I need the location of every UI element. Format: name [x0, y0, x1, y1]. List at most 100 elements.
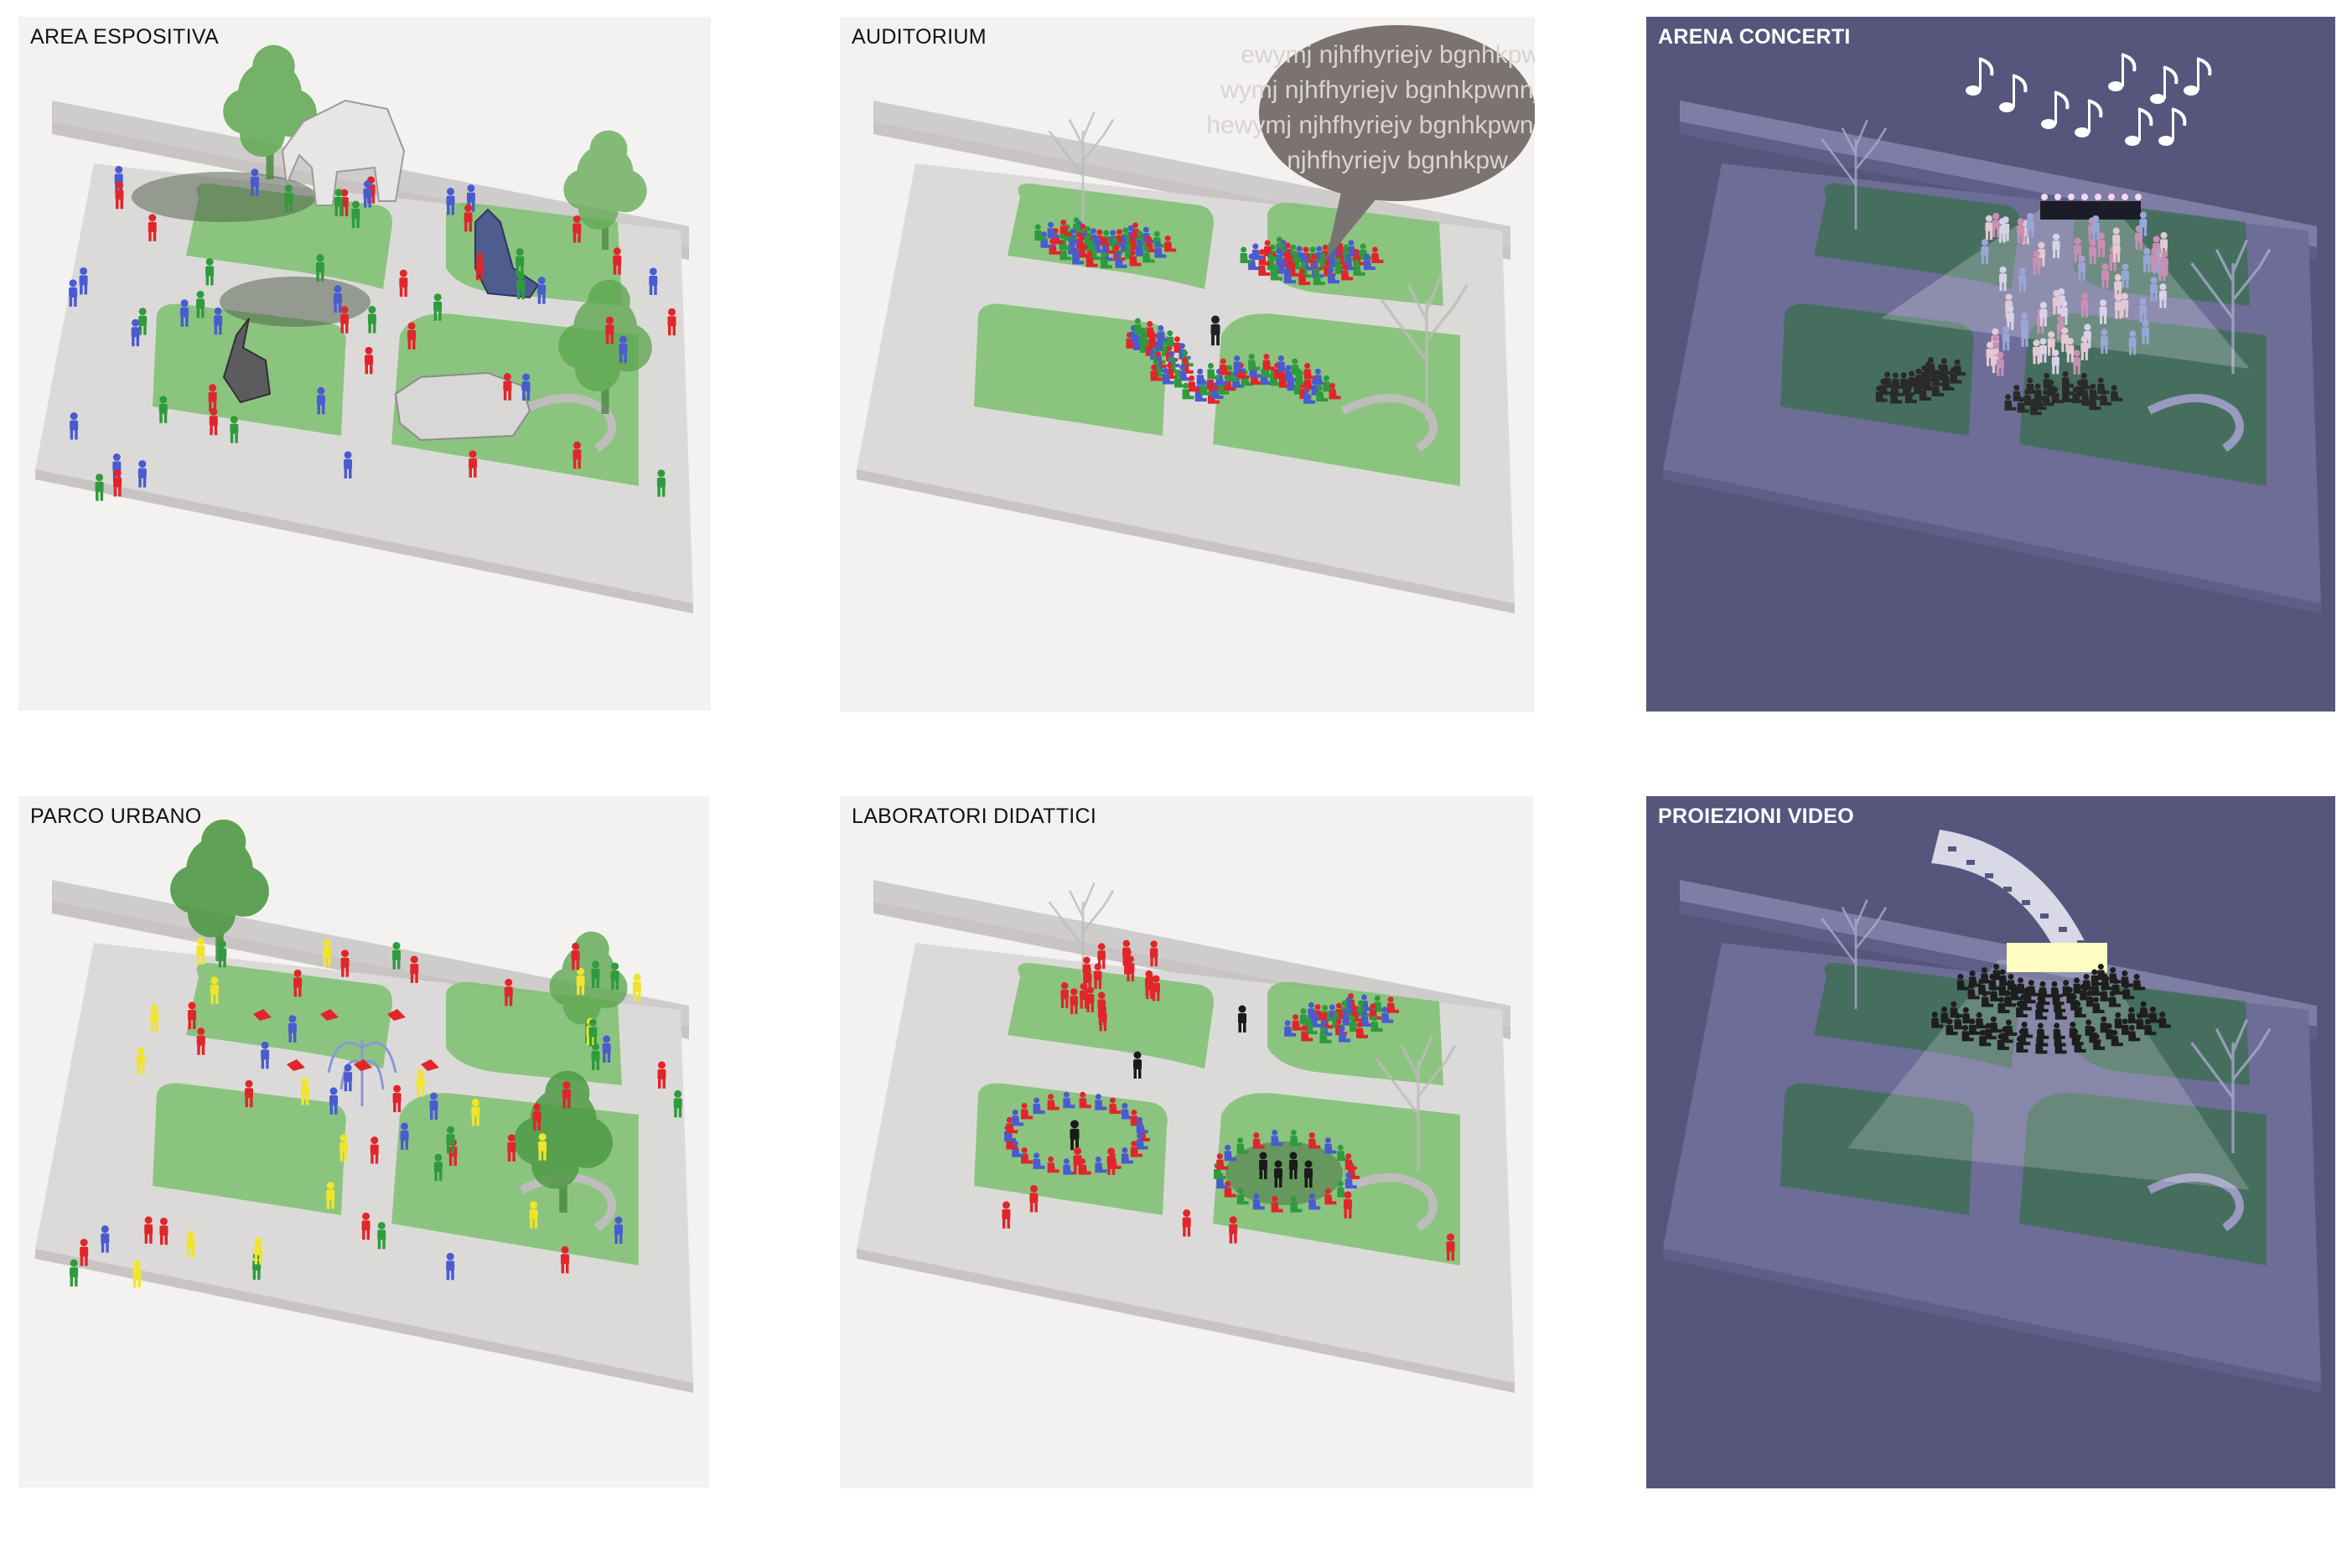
seated-figure: [1121, 1147, 1133, 1164]
person-figure: [2121, 292, 2129, 318]
seated-figure: [1945, 1018, 1958, 1036]
person-figure: [196, 290, 205, 318]
sculpture-shadow: [132, 172, 316, 222]
panel-title: AREA ESPOSITIVA: [30, 25, 219, 49]
seated-figure: [2149, 1006, 2162, 1023]
person-figure: [340, 950, 350, 977]
person-figure: [2101, 263, 2110, 288]
bare-tree: [1821, 898, 1888, 1010]
seated-figure: [1931, 380, 1944, 396]
seated-figure: [1308, 1193, 1321, 1210]
scene-laboratori-didattici: [857, 880, 1515, 1393]
person-figure: [244, 1079, 253, 1108]
seated-figure: [1063, 1158, 1075, 1175]
seated-figure: [1956, 973, 1969, 991]
person-figure: [196, 937, 205, 965]
person-figure: [464, 204, 473, 232]
person-figure: [70, 412, 79, 440]
person-figure: [132, 1260, 142, 1288]
seated-figure: [1142, 246, 1155, 263]
person-figure: [2150, 247, 2158, 272]
seated-figure: [1233, 355, 1246, 372]
person-figure: [2039, 338, 2047, 363]
tree: [223, 44, 317, 179]
person-figure: [2080, 292, 2089, 318]
person-figure: [334, 189, 344, 216]
person-figure: [521, 373, 531, 401]
person-figure: [1274, 1160, 1282, 1188]
seated-figure: [1115, 251, 1127, 268]
stage-light: [2054, 194, 2061, 200]
person-figure: [400, 1122, 409, 1150]
person-figure: [410, 955, 419, 983]
person-figure: [208, 384, 217, 411]
person-figure: [446, 1126, 455, 1154]
seated-figure: [1021, 1102, 1034, 1120]
seated-figure: [2140, 1001, 2153, 1018]
lawn-south-west: [1780, 1083, 1974, 1215]
seated-figure: [1196, 368, 1209, 386]
seated-figure: [1875, 386, 1888, 402]
seated-figure: [1339, 1026, 1351, 1043]
stage-light: [2122, 194, 2128, 200]
scene-proiezioni-video: [1663, 830, 2321, 1393]
seated-figure: [2108, 991, 2121, 1007]
seated-figure: [1992, 963, 2005, 981]
person-figure: [113, 468, 122, 497]
seated-figure: [1387, 996, 1400, 1013]
seated-figure: [1287, 260, 1300, 277]
person-figure: [1029, 1184, 1039, 1213]
person-figure: [95, 474, 104, 501]
seated-figure: [1990, 1016, 2002, 1033]
seated-figure: [1251, 243, 1264, 260]
stage-light: [2095, 194, 2101, 200]
person-figure: [144, 1216, 153, 1244]
person-figure: [571, 942, 580, 970]
seated-figure: [2080, 372, 2093, 390]
person-figure: [2089, 239, 2097, 265]
seated-figure: [1063, 1091, 1075, 1109]
seated-figure: [1179, 364, 1191, 381]
person-figure: [1182, 1209, 1191, 1237]
person-figure: [1999, 266, 2008, 292]
person-figure: [2121, 263, 2129, 288]
seated-figure: [2004, 394, 2017, 411]
panel-title: PROIEZIONI VIDEO: [1658, 805, 1854, 828]
person-figure: [69, 279, 78, 307]
person-figure: [186, 1230, 195, 1259]
person-figure: [602, 1035, 611, 1063]
scene-parco-urbano: [35, 819, 693, 1393]
seated-figure: [1130, 1109, 1142, 1126]
person-figure: [136, 1047, 145, 1075]
curved-bench: [1340, 1173, 1438, 1232]
seated-figure: [1047, 1156, 1060, 1173]
person-figure: [315, 254, 324, 282]
person-figure: [605, 316, 614, 344]
seated-figure: [1879, 378, 1892, 396]
origami-elephant: [281, 99, 406, 206]
person-figure: [1304, 1160, 1313, 1188]
curved-bench: [2147, 394, 2244, 453]
seated-figure: [2111, 1029, 2123, 1047]
origami-rabbit: [222, 318, 272, 404]
seated-figure: [1012, 1141, 1024, 1157]
scene-area-espositiva: [35, 44, 693, 613]
seated-figure: [1319, 1027, 1332, 1043]
seated-figure: [1271, 1196, 1283, 1213]
person-figure: [1073, 1146, 1082, 1175]
lawn-south-west: [1780, 303, 1974, 436]
person-figure: [188, 1001, 197, 1030]
seated-figure: [1095, 1156, 1107, 1173]
person-figure: [516, 248, 525, 276]
person-figure: [1083, 965, 1092, 992]
seated-figure: [2016, 1001, 2028, 1018]
panel-area-espositiva: AREA ESPOSITIVA: [18, 17, 711, 711]
seated-figure: [2128, 1024, 2141, 1042]
seated-figure: [1954, 359, 1966, 376]
person-figure: [1106, 1147, 1116, 1175]
seated-figure: [2026, 377, 2039, 394]
person-figure: [610, 962, 619, 991]
seated-figure: [2023, 986, 2036, 1004]
person-figure: [475, 252, 484, 281]
